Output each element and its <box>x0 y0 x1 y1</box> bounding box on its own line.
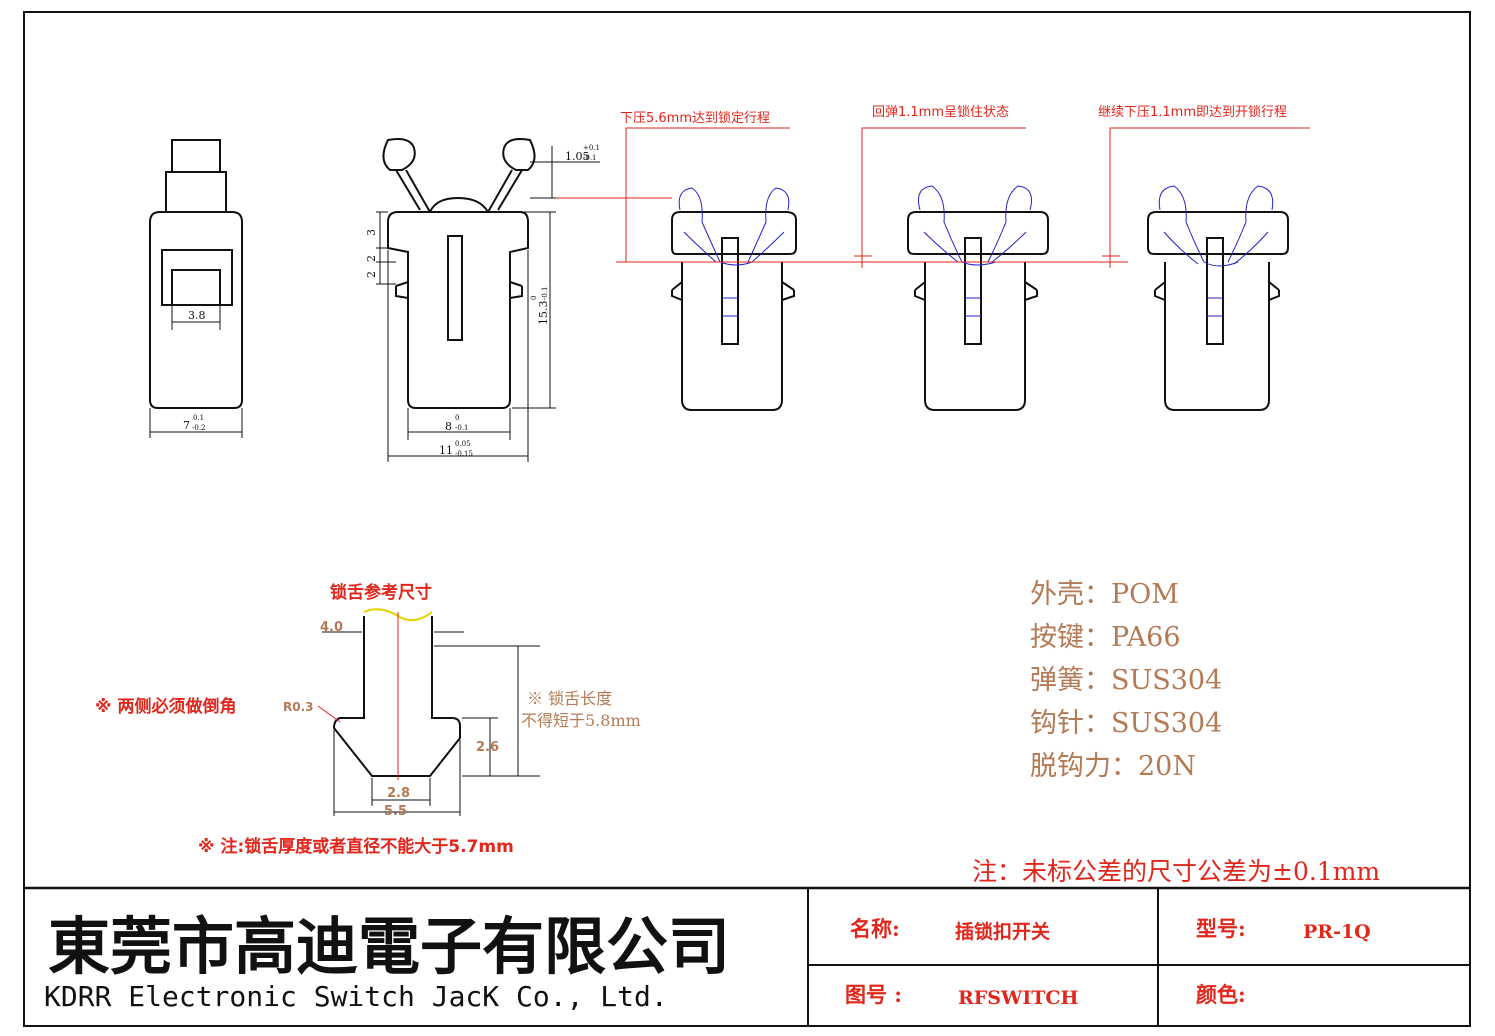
side-dim-w11-tol-minus: -0.15 <box>455 450 473 458</box>
state-2-label: 回弹1.1mm呈锁住状态 <box>872 104 1009 120</box>
front-dim-width: 7 <box>183 419 190 432</box>
side-dim-w8: 8 <box>445 420 452 433</box>
side-dim-w11: 11 <box>439 444 453 457</box>
material-button: 按键：PA66 <box>1030 622 1181 653</box>
front-dimensions <box>149 305 243 438</box>
tongue-length-note-2: 不得短于5.8mm <box>521 711 641 730</box>
side-dim-w8-tol-minus: -0.1 <box>455 424 469 432</box>
side-dim-top-tol-minus: -0.1 <box>583 154 597 162</box>
material-shell: 外壳：POM <box>1030 579 1179 610</box>
sheet-border <box>23 11 1471 1027</box>
tongue-shape <box>332 616 461 777</box>
name-value: 插锁扣开关 <box>955 920 1050 943</box>
tongue-title: 锁舌参考尺寸 <box>330 582 432 603</box>
tongue-dim-4: 4.0 <box>320 620 343 635</box>
materials-list: 外壳：POM 按键：PA66 弹簧：SUS304 钩针：SUS304 脱钩力：2… <box>1030 579 1222 782</box>
side-dim-3: 3 <box>365 229 378 236</box>
material-spring: 弹簧：SUS304 <box>1030 665 1222 696</box>
tongue-dim-55: 5.5 <box>384 804 407 819</box>
side-dim-w11-tol-plus: 0.05 <box>455 440 471 448</box>
front-view <box>149 139 243 409</box>
tongue-chamfer-radius: R0.3 <box>283 700 314 714</box>
front-dim-tol-minus: -0.2 <box>192 424 206 432</box>
front-dim-inner: 3.8 <box>188 309 206 322</box>
name-label: 名称: <box>850 916 900 941</box>
stroke-leader-lines <box>556 127 1310 268</box>
tongue-dim-26: 2.6 <box>476 740 499 755</box>
material-hook: 钩针：SUS304 <box>1030 708 1222 739</box>
tongue-thickness-note: ※ 注:锁舌厚度或者直径不能大于5.7mm <box>198 836 514 857</box>
front-dim-tol-plus: 0.1 <box>193 414 204 422</box>
tolerance-note: 注：未标公差的尺寸公差为±0.1mm <box>972 857 1380 886</box>
drawing-number-value: RFSWITCH <box>958 987 1078 1009</box>
state-3-label: 继续下压1.1mm即达到开锁行程 <box>1098 104 1287 120</box>
state-1-label: 下压5.6mm达到锁定行程 <box>620 110 770 126</box>
side-dim-top-tol-plus: +0.1 <box>583 144 600 152</box>
drawing-number-label: 图号 : <box>845 982 902 1007</box>
side-view <box>382 138 536 409</box>
side-dim-top: 1.05 <box>565 150 590 163</box>
state-view-1 <box>671 187 797 411</box>
tongue-dimensions <box>317 631 540 816</box>
side-dim-2a: 2 <box>365 255 378 262</box>
tongue-length-note-1: ※ 锁舌长度 <box>527 689 612 708</box>
state-view-2 <box>907 185 1049 411</box>
side-dim-height: 15.3 <box>537 301 550 326</box>
company-name-cn: 東莞市高迪電子有限公司 <box>48 910 730 983</box>
side-dim-height-tol-minus: -0.1 <box>541 287 549 301</box>
color-label: 颜色: <box>1196 982 1246 1007</box>
tongue-chamfer-note: ※ 两侧必须做倒角 <box>95 696 236 717</box>
side-dim-w8-tol-plus: 0 <box>455 414 459 422</box>
model-value: PR-1Q <box>1303 921 1371 943</box>
tongue-dim-28: 2.8 <box>387 786 410 801</box>
side-dim-height-tol-plus: 0 <box>530 296 538 300</box>
state-view-3 <box>1147 185 1289 411</box>
model-label: 型号: <box>1196 916 1246 941</box>
company-name-en: KDRR Electronic Switch JacK Co., Ltd. <box>44 980 668 1013</box>
side-dim-2b: 2 <box>365 271 378 278</box>
material-release-force: 脱钩力：20N <box>1030 751 1196 782</box>
side-dimensions <box>376 146 600 462</box>
